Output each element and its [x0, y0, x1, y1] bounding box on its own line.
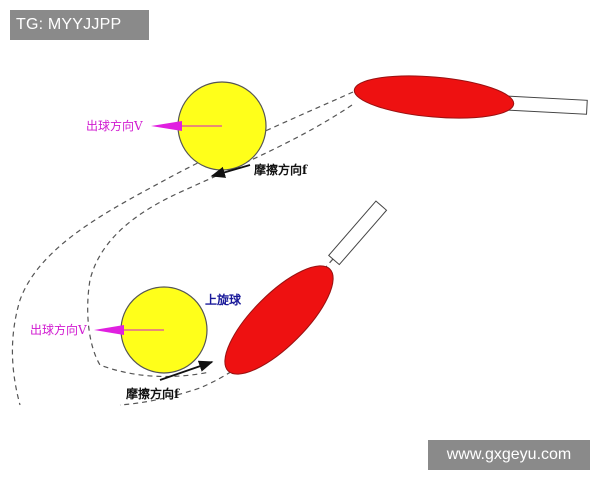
bottom-friction-label: 摩擦方向f — [126, 386, 180, 401]
top-friction-arrow-icon — [210, 164, 251, 178]
top-paddle-handle — [504, 95, 588, 115]
watermark-bottom-right: www.gxgeyu.com — [428, 440, 590, 470]
bottom-paddle — [224, 265, 334, 375]
ball-trajectory-path — [11, 91, 354, 406]
bottom-friction-arrow-icon — [159, 360, 214, 381]
bottom-paddle-handle — [328, 200, 388, 266]
bottom-ball-direction-label: 出球方向V — [30, 322, 87, 337]
bottom-scene: 出球方向V 上旋球 摩擦方向f — [30, 200, 388, 401]
watermark-top-left: TG: MYYJJPP — [10, 10, 149, 40]
ball-trajectory-path-inner — [87, 104, 353, 378]
top-paddle — [353, 75, 515, 119]
top-scene: 出球方向V 摩擦方向f — [86, 75, 588, 178]
top-direction-arrow-icon — [151, 121, 182, 131]
bottom-direction-arrow-icon — [94, 325, 124, 335]
top-friction-label: 摩擦方向f — [254, 162, 308, 177]
top-ball-direction-label: 出球方向V — [86, 118, 143, 133]
bottom-spin-label: 上旋球 — [205, 292, 242, 307]
